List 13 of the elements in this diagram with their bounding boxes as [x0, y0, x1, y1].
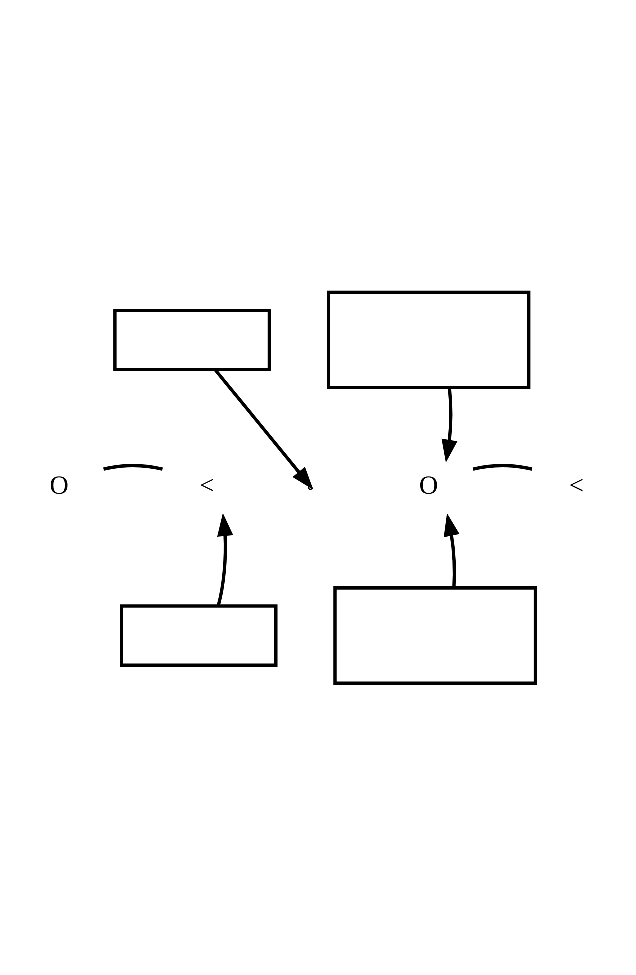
- node-box: [120, 604, 278, 666]
- node-box: [114, 308, 272, 371]
- node-box: [334, 586, 538, 685]
- arrow: [216, 512, 234, 606]
- node-text: <: [200, 470, 215, 500]
- arrow: [442, 388, 458, 462]
- connector: [103, 464, 164, 470]
- node-text: O: [50, 470, 69, 500]
- node-text: <: [569, 470, 584, 500]
- node-text: O: [419, 470, 438, 500]
- node-box: [327, 290, 531, 389]
- connector: [472, 464, 533, 470]
- arrow: [444, 512, 460, 588]
